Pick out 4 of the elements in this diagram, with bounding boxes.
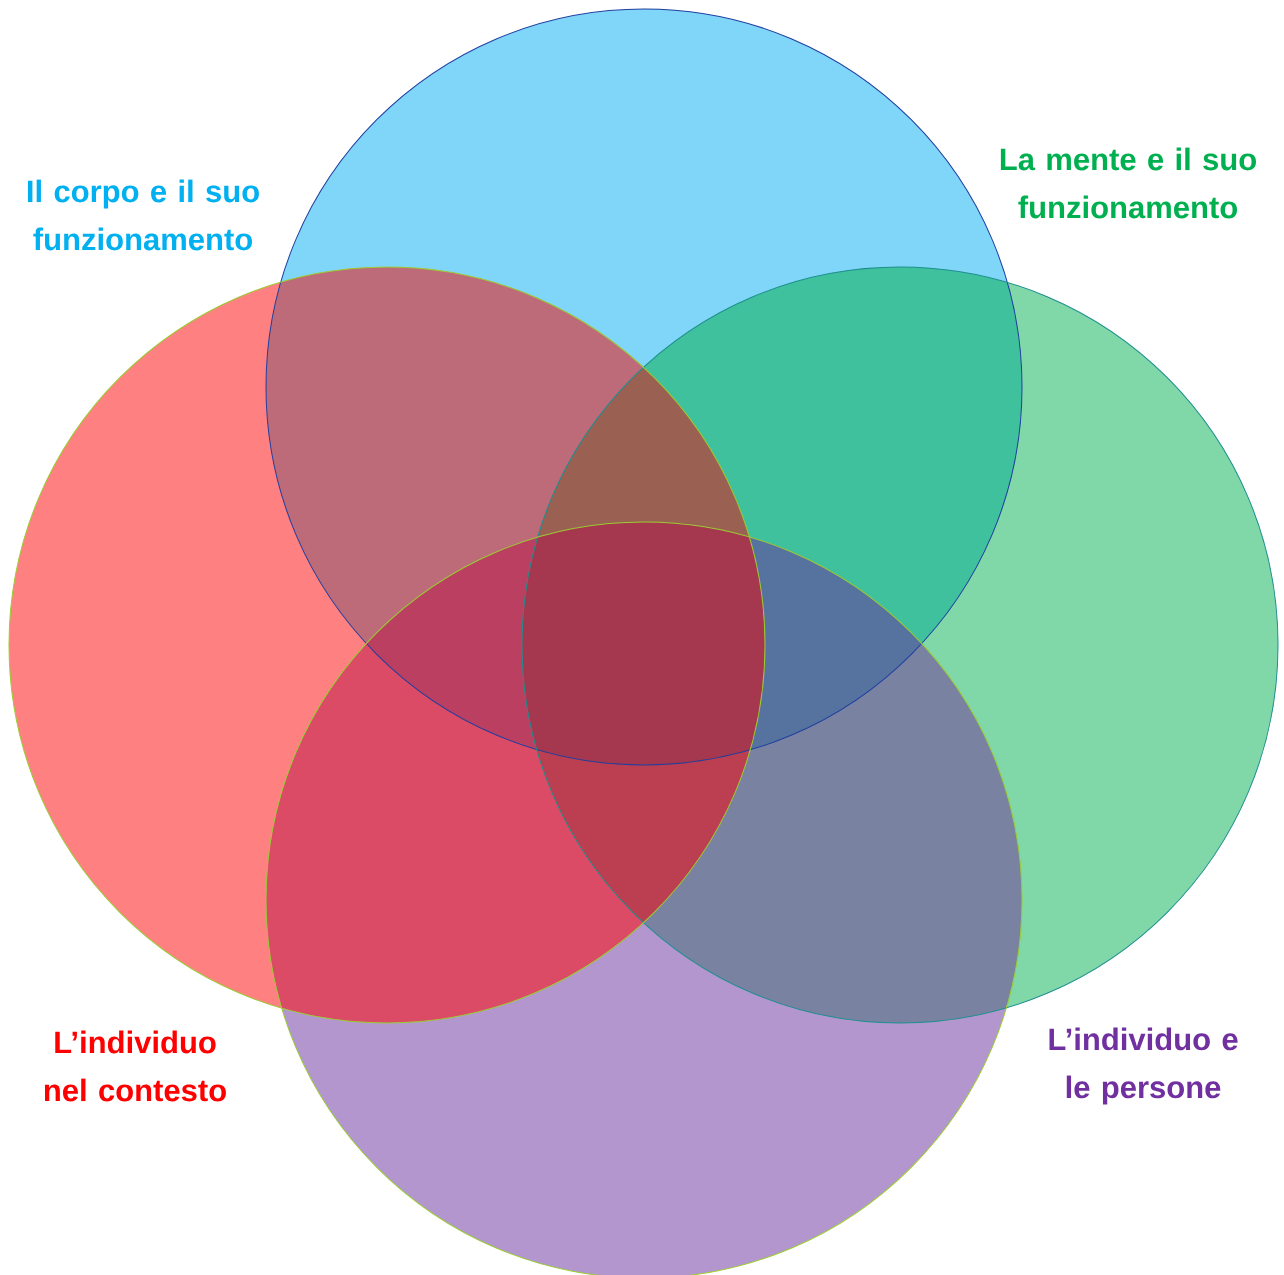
- circle-label: L’individuo e le persone: [1049, 1027, 1238, 1105]
- circle-label: L’individuo nel contesto: [44, 1030, 226, 1102]
- circle-label: La mente e il suo funzionamento: [1000, 147, 1256, 219]
- circle-label: Il corpo e il suo funzionamento: [27, 179, 259, 251]
